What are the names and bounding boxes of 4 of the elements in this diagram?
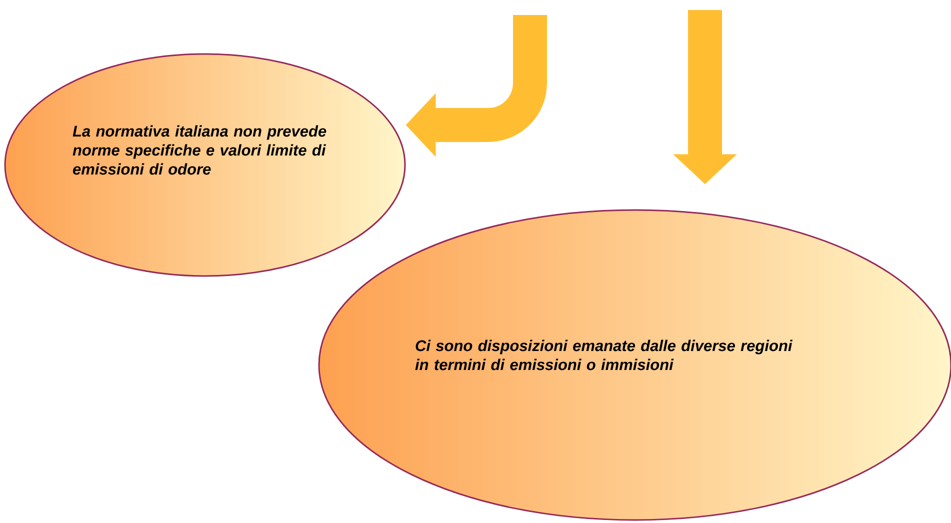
ellipse-text: Ci sono disposizioni emanate dalle diverse regioni in termini di emissioni o immisioni bbox=[415, 340, 792, 370]
ellipse bbox=[318, 209, 951, 521]
ellipse-text: La normativa italiana non prevede norme specifiche e valori limite di emissioni di odore bbox=[72, 125, 326, 175]
ellipse bbox=[4, 53, 406, 277]
